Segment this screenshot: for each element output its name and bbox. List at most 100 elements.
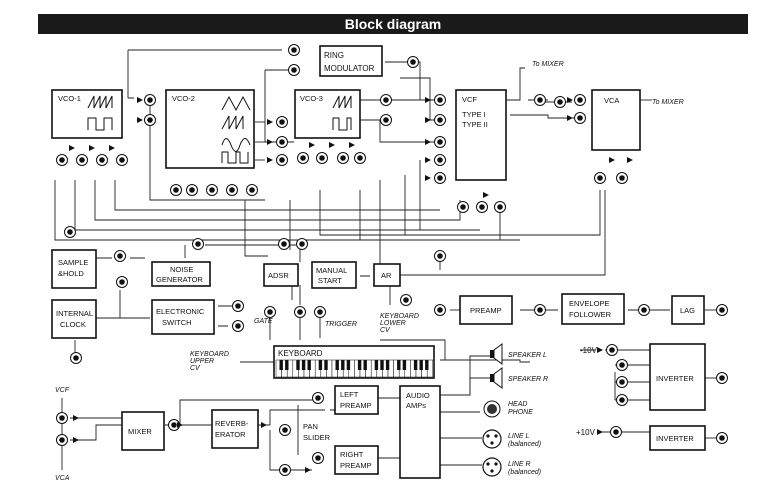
signal-arrow <box>349 142 355 148</box>
internal-clock-block: INTERNAL CLOCK <box>51 299 97 339</box>
vco2-block: VCO-2 <box>165 89 255 169</box>
patch-jack <box>294 306 306 318</box>
patch-jack <box>716 304 728 316</box>
svg-text:KEYBOARD: KEYBOARD <box>190 351 229 358</box>
patch-jack <box>56 434 68 446</box>
patch-jack <box>407 56 419 68</box>
signal-arrow <box>425 157 431 163</box>
svg-text:AMPs: AMPs <box>406 401 426 410</box>
patch-jack <box>56 154 68 166</box>
pan-slider: PAN SLIDER <box>303 422 331 442</box>
black-key <box>318 360 323 370</box>
patch-jack <box>296 238 308 250</box>
svg-text:ENVELOPE: ENVELOPE <box>569 299 609 308</box>
patch-jack <box>279 424 291 436</box>
svg-text:LAG: LAG <box>680 306 695 315</box>
patch-jack <box>574 112 586 124</box>
vco3-block: VCO-3 <box>294 89 361 139</box>
patch-jack <box>312 392 324 404</box>
black-key <box>324 360 328 370</box>
patch-jack <box>434 304 446 316</box>
signal-arrow <box>425 139 431 145</box>
patch-jack <box>574 94 586 106</box>
patch-jack <box>314 306 326 318</box>
svg-text:GATE: GATE <box>254 318 273 325</box>
patch-jack <box>264 306 276 318</box>
signal-arrow <box>627 157 633 163</box>
signal-arrow <box>267 119 273 125</box>
svg-text:TRIGGER: TRIGGER <box>325 321 357 328</box>
svg-text:(balanced): (balanced) <box>508 441 541 448</box>
svg-text:MODULATOR: MODULATOR <box>324 64 375 73</box>
patch-jack <box>56 412 68 424</box>
signal-arrows <box>69 97 633 473</box>
signal-arrow <box>177 422 183 428</box>
patch-jack <box>232 320 244 332</box>
patch-jack <box>337 152 349 164</box>
patch-jack <box>494 201 506 213</box>
patch-jack <box>276 116 288 128</box>
speaker-r-icon <box>490 367 503 389</box>
patch-jack <box>276 136 288 148</box>
svg-text:LINE R: LINE R <box>508 461 531 468</box>
preamp-block: PREAMP <box>459 295 513 325</box>
signal-arrow <box>425 117 431 123</box>
patch-jack <box>606 344 618 356</box>
patch-jack <box>534 94 546 106</box>
svg-text:RING: RING <box>324 51 344 60</box>
svg-text:VCO-2: VCO-2 <box>172 94 195 103</box>
patch-jack <box>64 226 76 238</box>
left-preamp-block: LEFT PREAMP <box>334 385 379 415</box>
svg-text:PREAMP: PREAMP <box>340 401 372 410</box>
svg-text:ADSR: ADSR <box>268 271 289 280</box>
svg-text:PHONE: PHONE <box>508 409 533 416</box>
patch-jack <box>638 304 650 316</box>
signal-arrow <box>425 97 431 103</box>
title-bar: Block diagram <box>38 14 748 34</box>
black-key <box>413 360 418 370</box>
svg-text:VCF: VCF <box>55 387 70 394</box>
patch-jack <box>96 154 108 166</box>
svg-text:INTERNAL: INTERNAL <box>56 309 93 318</box>
svg-text:PAN: PAN <box>303 422 318 431</box>
svg-text:SWITCH: SWITCH <box>162 318 192 327</box>
black-key <box>419 360 423 370</box>
sample-hold-block: SAMPLE &HOLD <box>51 249 97 289</box>
black-key <box>346 360 351 370</box>
svg-text:TYPE II: TYPE II <box>462 120 488 129</box>
patch-jack <box>144 114 156 126</box>
patch-jack <box>434 136 446 148</box>
black-key <box>425 360 429 370</box>
svg-text:+10V: +10V <box>576 428 596 437</box>
svg-text:MANUAL: MANUAL <box>316 266 347 275</box>
svg-text:RIGHT: RIGHT <box>340 450 364 459</box>
patch-jack <box>434 94 446 106</box>
patch-jack <box>316 152 328 164</box>
patch-jack <box>297 152 309 164</box>
svg-text:HEAD: HEAD <box>508 401 527 408</box>
xlr-r-icon <box>482 457 502 477</box>
signal-arrow <box>137 97 143 103</box>
signal-arrow <box>267 157 273 163</box>
signal-arrow <box>567 115 573 121</box>
black-key <box>363 360 367 370</box>
patch-jack <box>226 184 238 196</box>
svg-text:KEYBOARD: KEYBOARD <box>380 313 419 320</box>
svg-text:VCF: VCF <box>462 95 477 104</box>
patch-jack <box>114 250 126 262</box>
svg-text:UPPER: UPPER <box>190 358 214 365</box>
svg-text:SLIDER: SLIDER <box>303 433 331 442</box>
reverberator-block: REVERB- ERATOR <box>211 409 259 449</box>
patch-jack <box>434 172 446 184</box>
patch-jack <box>616 394 628 406</box>
patch-jack <box>278 238 290 250</box>
patch-jack <box>116 154 128 166</box>
black-key <box>402 360 407 370</box>
signal-arrow <box>89 145 95 151</box>
svg-text:AUDIO: AUDIO <box>406 391 430 400</box>
patch-jack <box>594 172 606 184</box>
black-key <box>296 360 300 370</box>
noise-generator-block: NOISE GENERATOR <box>151 261 211 287</box>
svg-text:START: START <box>318 276 342 285</box>
